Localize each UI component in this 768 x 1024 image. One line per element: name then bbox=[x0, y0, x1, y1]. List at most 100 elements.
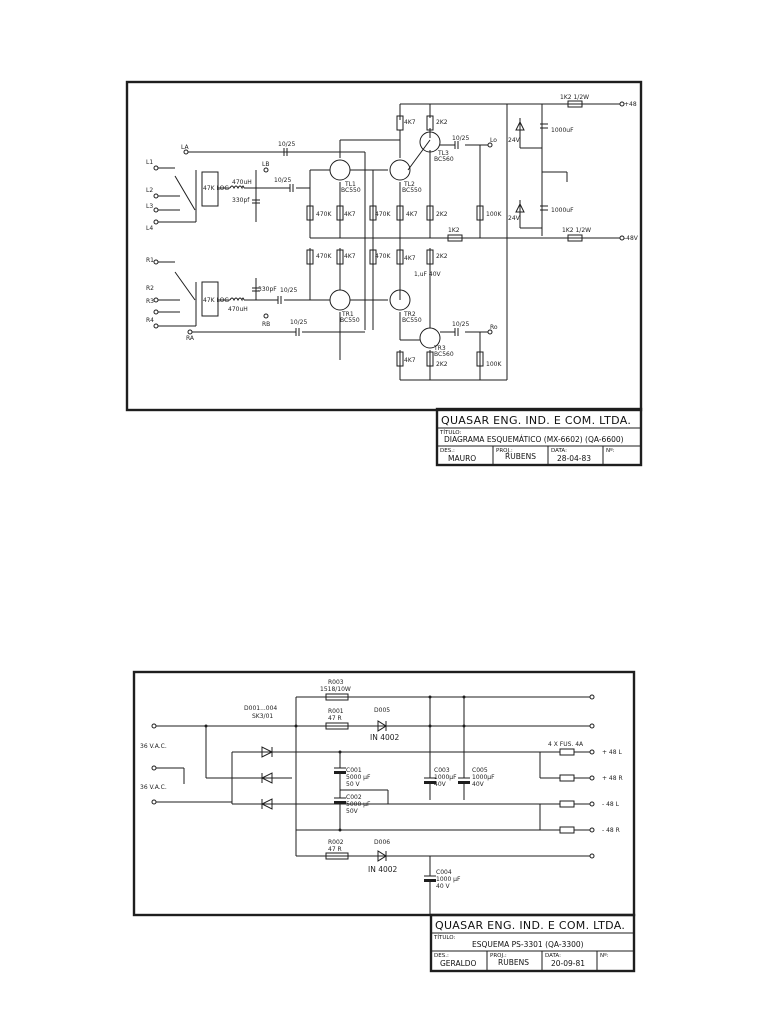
label-c1000-bottom: 1000uF bbox=[551, 207, 574, 214]
label-RA: RA bbox=[186, 335, 195, 342]
label-c1025-d: 10/25 bbox=[290, 319, 307, 326]
tb1-company: QUASAR ENG. IND. E COM. LTDA. bbox=[441, 414, 631, 427]
label-out1: + 48 L bbox=[602, 749, 622, 756]
label-r003-val: 1518/10W bbox=[320, 686, 351, 693]
label-c002-val: 5000 µF bbox=[346, 801, 371, 808]
schematic2-wiring bbox=[154, 693, 592, 915]
label-L1: L1 bbox=[146, 159, 153, 166]
label-r4k7-c: 4K7 bbox=[404, 119, 416, 126]
label-c1025-b: 10/25 bbox=[274, 177, 291, 184]
tb2-data: 20-09-81 bbox=[551, 959, 585, 968]
label-r100k-b: 100K bbox=[486, 361, 502, 368]
label-RB: RB bbox=[262, 321, 270, 328]
label-L4: L4 bbox=[146, 225, 153, 232]
label-d005-val: IN 4002 bbox=[370, 733, 400, 742]
label-cap-L: 330pf bbox=[232, 197, 250, 204]
label-c005: C005 bbox=[472, 767, 488, 774]
label-pot-L: 47K LOG bbox=[203, 185, 229, 192]
label-c003-v: 40V bbox=[434, 781, 447, 788]
label-r2k2-c: 2K2 bbox=[436, 253, 448, 260]
label-vac2: 36 V.A.C. bbox=[140, 784, 167, 791]
label-tl2-type: BC550 bbox=[402, 187, 422, 194]
label-R2: R2 bbox=[146, 285, 154, 292]
label-c004: C004 bbox=[436, 869, 452, 876]
label-LA: LA bbox=[181, 144, 189, 151]
tb1-n-label: Nº: bbox=[606, 447, 615, 454]
label-out4: - 48 R bbox=[602, 827, 620, 834]
label-r470k-b: 470K bbox=[375, 211, 391, 218]
label-LB: LB bbox=[262, 161, 269, 168]
label-ind-R: 470uH bbox=[228, 306, 248, 313]
label-tr1-type: BC550 bbox=[340, 317, 360, 324]
schematic1-frame bbox=[125, 80, 643, 412]
label-c001: C001 bbox=[346, 767, 362, 774]
label-c-mid: 1,uF 40V bbox=[414, 271, 442, 278]
label-r470k-d: 470K bbox=[375, 253, 391, 260]
label-cap-R: 330pF bbox=[258, 286, 277, 293]
label-tr2-type: BC550 bbox=[402, 317, 422, 324]
tb1-title: DIAGRAMA ESQUEMÁTICO (MX-6602) (QA-6600) bbox=[444, 435, 624, 444]
label-r003: R003 bbox=[328, 679, 344, 686]
schematic2-labels: R003 1518/10W D001...004 SK3/01 R001 47 … bbox=[140, 679, 623, 890]
tb1-data-label: DATA: bbox=[551, 448, 567, 454]
tb1-titulo-label: TÍTULO: bbox=[439, 429, 461, 436]
label-fus: 4 X FUS. 4A bbox=[548, 741, 584, 748]
label-R1: R1 bbox=[146, 257, 154, 264]
label-tr2: TR2 bbox=[403, 311, 416, 318]
label-r4k7-b: 4K7 bbox=[406, 211, 418, 218]
label-c005-val: 1000µF bbox=[472, 774, 495, 781]
label-r002: R002 bbox=[328, 839, 344, 846]
tb2-n-label: Nº: bbox=[600, 952, 609, 959]
label-c001-val: 5000 µF bbox=[346, 774, 371, 781]
label-L3: L3 bbox=[146, 203, 153, 210]
label-tl1: TL1 bbox=[344, 181, 356, 188]
label-r001-val: 47 R bbox=[328, 715, 342, 722]
label-tr1: TR1 bbox=[341, 311, 354, 318]
label-Ro: Ro bbox=[490, 324, 498, 331]
label-d006: D006 bbox=[374, 839, 390, 846]
label-out2: + 48 R bbox=[602, 775, 623, 782]
label-pot-R: 47K LOG bbox=[203, 297, 229, 304]
label-out3: - 48 L bbox=[602, 801, 620, 808]
title-block-1: QUASAR ENG. IND. E COM. LTDA. TÍTULO: DI… bbox=[435, 407, 643, 467]
tb2-company: QUASAR ENG. IND. E COM. LTDA. bbox=[435, 919, 625, 932]
label-r2k2-d: 2K2 bbox=[436, 361, 448, 368]
label-r1k2-a: 1K2 bbox=[448, 227, 460, 234]
label-c002: C002 bbox=[346, 794, 362, 801]
label-c1025-f: 10/25 bbox=[452, 321, 469, 328]
label-R3: R3 bbox=[146, 298, 154, 305]
label-r002-val: 47 R bbox=[328, 846, 342, 853]
label-r100k-a: 100K bbox=[486, 211, 502, 218]
label-tl2: TL2 bbox=[403, 181, 415, 188]
label-c004-v: 40 V bbox=[436, 883, 451, 890]
schematic1-labels: L1 L2 L3 L4 R1 R2 R3 R4 LA RA LB RB Lo R… bbox=[146, 94, 639, 368]
schematic1-resistors bbox=[306, 100, 583, 367]
label-d001: D001...004 bbox=[244, 705, 277, 712]
tb1-proj-label: PROJ.: bbox=[496, 448, 513, 454]
tb2-des-label: DES.: bbox=[434, 953, 449, 959]
label-c005-v: 40V bbox=[472, 781, 485, 788]
label-c004-val: 1000 µF bbox=[436, 876, 461, 883]
label-r470k-a: 470K bbox=[316, 211, 332, 218]
label-c1025-a: 10/25 bbox=[278, 141, 295, 148]
tb1-des-label: DES.: bbox=[440, 448, 455, 454]
label-r4k7-f: 4K7 bbox=[404, 357, 416, 364]
schematic1-wiring bbox=[156, 103, 622, 381]
schematic1-transistors bbox=[329, 131, 441, 349]
tb2-proj-label: PROJ.: bbox=[490, 953, 507, 959]
label-r2k2-b: 2K2 bbox=[436, 119, 448, 126]
label-r001: R001 bbox=[328, 708, 344, 715]
label-tl3-type: BC560 bbox=[434, 156, 454, 163]
label-d006-val: IN 4002 bbox=[368, 865, 398, 874]
label-vneg: -48V bbox=[624, 235, 639, 242]
label-r1k2-top: 1K2 1/2W bbox=[560, 94, 589, 101]
label-zener-bottom: 24V bbox=[508, 215, 521, 222]
tb2-des: GERALDO bbox=[440, 959, 477, 968]
label-c1000-top: 1000uF bbox=[551, 127, 574, 134]
label-tl3: TL3 bbox=[437, 150, 449, 157]
label-vac1: 36 V.A.C. bbox=[140, 743, 167, 750]
label-c002-v: 50V bbox=[346, 808, 359, 815]
label-r4k7-d: 4K7 bbox=[344, 253, 356, 260]
label-c1025-c: 10/25 bbox=[280, 287, 297, 294]
